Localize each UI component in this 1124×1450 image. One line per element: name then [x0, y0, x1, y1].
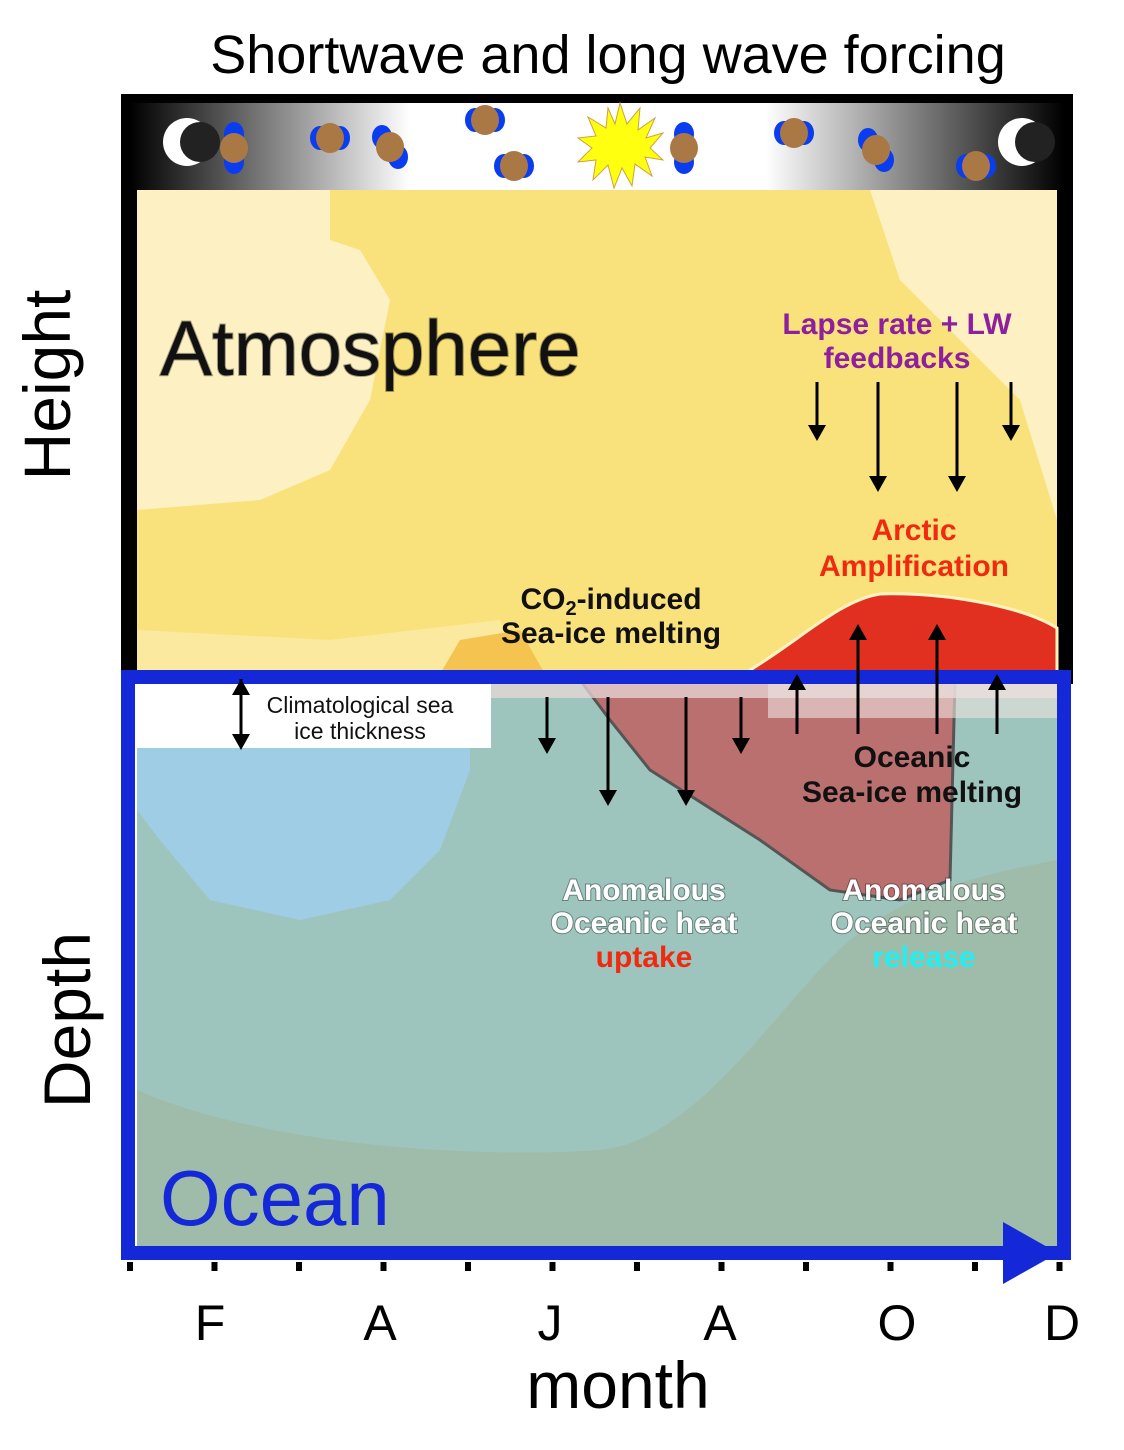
co2-melting-label: CO2-induced	[520, 583, 701, 620]
time-arrow-head	[1003, 1222, 1058, 1284]
x-tick-label: F	[195, 1295, 226, 1351]
heat-uptake-label: Anomalous	[562, 874, 725, 907]
arrow-icon	[948, 382, 966, 492]
heat-uptake-label: uptake	[596, 941, 693, 974]
double-arrow-icon	[232, 679, 250, 750]
co2-suffix: -induced	[577, 583, 702, 616]
atmosphere-warm-zone	[440, 630, 545, 674]
x-tick-label: A	[363, 1295, 397, 1351]
arctic-amplification-area	[748, 592, 1059, 676]
x-tick-label: J	[538, 1295, 563, 1351]
arrow-icon	[1002, 382, 1020, 441]
x-tick	[465, 1262, 471, 1271]
aerosol-cloud-icon	[465, 105, 505, 135]
aerosol-cloud-icon	[310, 123, 350, 153]
heat-release-label: Oceanic heat	[831, 907, 1018, 940]
co2-subscript: 2	[565, 598, 576, 620]
arctic-amplification-label: Arctic	[871, 514, 956, 547]
aerosol-cloud-icon	[956, 151, 996, 181]
x-tick-label: A	[703, 1295, 737, 1351]
atmosphere-light-zone	[870, 190, 1057, 520]
aerosol-cloud-icon	[670, 122, 698, 174]
arrow-icon	[869, 382, 887, 492]
lapse-rate-label: feedbacks	[824, 342, 971, 375]
arrow-icon	[599, 697, 617, 806]
climatological-ice-box	[137, 680, 491, 748]
x-tick	[380, 1262, 387, 1271]
arrow-icon	[808, 382, 826, 441]
arrow-icon	[788, 674, 806, 734]
x-tick	[1056, 1262, 1063, 1271]
arrow-icon	[732, 697, 750, 754]
atmosphere-label: Atmosphere	[160, 304, 581, 392]
sun-icon	[576, 101, 665, 190]
arrow-icon	[677, 697, 695, 806]
flux-arrows	[232, 382, 1020, 806]
ocean-deep-zone	[137, 860, 1057, 1246]
x-tick	[718, 1262, 725, 1271]
arrow-icon	[538, 697, 556, 754]
climatological-ice-label: ice thickness	[294, 718, 426, 744]
moon-icon	[998, 118, 1055, 166]
aerosol-cloud-icon	[220, 122, 248, 174]
x-tick	[296, 1262, 302, 1271]
x-axis-ticks	[127, 1262, 1063, 1271]
x-tick	[803, 1262, 809, 1271]
x-tick	[887, 1262, 894, 1271]
heat-uptake-label: Oceanic heat	[551, 907, 738, 940]
x-tick-label: O	[878, 1295, 917, 1351]
co2-melting-label: Sea-ice melting	[501, 617, 721, 650]
ocean-label: Ocean	[160, 1154, 390, 1242]
moon-icon	[163, 118, 220, 166]
oceanic-melting-label: Sea-ice melting	[802, 776, 1022, 809]
anomalous-heat-area	[577, 678, 957, 902]
co2-prefix: CO	[520, 583, 565, 616]
arrow-icon	[988, 674, 1006, 734]
aerosol-cloud-icon	[372, 125, 408, 169]
oceanic-melting-label: Oceanic	[854, 741, 971, 774]
y-label-depth: Depth	[30, 932, 104, 1108]
y-label-height: Height	[10, 290, 84, 481]
sea-ice-layer-late	[768, 680, 1057, 718]
x-label-month: month	[526, 1348, 709, 1422]
atmosphere-light-zone	[137, 620, 520, 674]
x-tick	[127, 1262, 133, 1271]
aerosol-cloud-icon	[774, 118, 814, 148]
diagram-title: Shortwave and long wave forcing	[210, 25, 1005, 85]
atmosphere-light-zone	[137, 190, 390, 510]
arctic-amplification-label: Amplification	[819, 550, 1009, 583]
lapse-rate-label: Lapse rate + LW	[782, 308, 1012, 341]
arrow-icon	[928, 624, 946, 734]
cloud-particles	[220, 105, 996, 181]
heat-release-label: Anomalous	[842, 874, 1005, 907]
ocean-frame	[121, 670, 1071, 1260]
x-tick	[972, 1262, 978, 1271]
aerosol-cloud-icon	[858, 128, 894, 172]
ocean-cold-zone	[137, 720, 470, 920]
heat-release-label: release	[872, 941, 975, 974]
climatological-ice-label: Climatological sea	[267, 692, 454, 718]
x-tick	[211, 1262, 218, 1271]
aerosol-cloud-icon	[494, 151, 534, 181]
x-tick	[549, 1262, 556, 1271]
x-tick	[634, 1262, 640, 1271]
arrow-icon	[849, 624, 867, 734]
x-tick-label: D	[1044, 1295, 1080, 1351]
